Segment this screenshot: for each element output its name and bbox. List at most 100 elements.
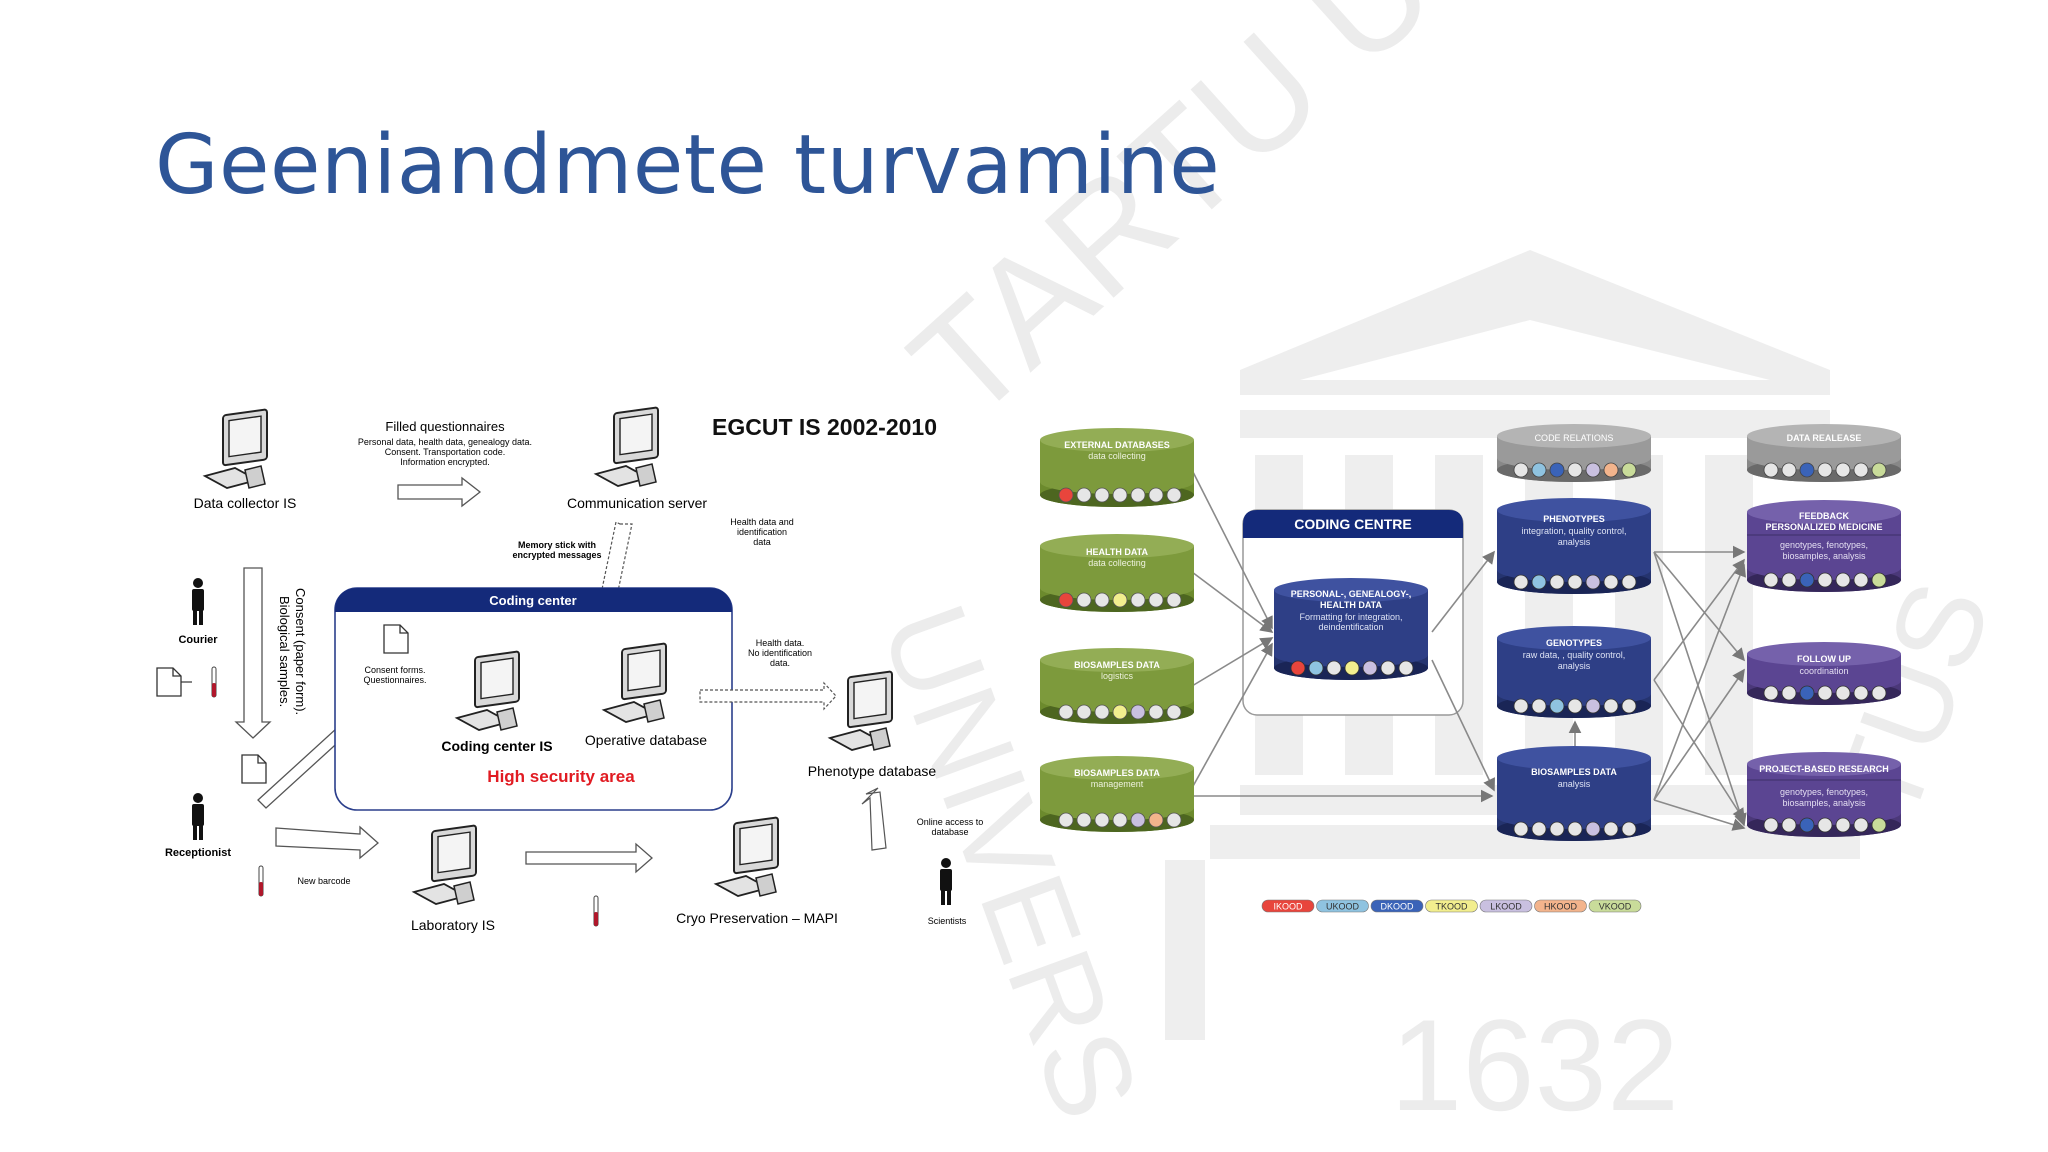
project-research-cylinder: PROJECT-BASED RESEARCH genotypes, fenoty… [1747,752,1901,837]
legend-pill [1316,899,1369,913]
coding-center-header-label: Coding center [489,593,576,608]
external-databases-cylinder: EXTERNAL DATABASES data collecting [1040,428,1194,507]
bio-log-sub: logistics [1101,671,1134,681]
legend-label: HKOOD [1544,902,1578,912]
watermark-year: 1632 [1390,992,1679,1138]
genotypes-cylinder: GENOTYPES raw data, , quality control, a… [1497,626,1651,718]
bio-mgmt-title: BIOSAMPLES DATA [1074,768,1160,778]
legend-pill [1588,899,1642,913]
health-ident-1: Health data and [730,517,794,527]
bio-mgmt-sub: management [1091,779,1144,789]
project-sub-2: biosamples, analysis [1782,798,1866,808]
consent-vertical-2: Biological samples. [277,596,292,707]
phenotypes-title: PHENOTYPES [1543,514,1605,524]
personal-title-2: HEALTH DATA [1320,600,1382,610]
bio-analysis-sub: analysis [1558,779,1591,789]
health-no-id-2: No identification [748,648,812,658]
page-title: Geeniandmete turvamine [155,118,1221,213]
coding-centre-label: CODING CENTRE [1294,516,1411,532]
legend-pill [1370,899,1424,913]
egcut-title: EGCUT IS 2002-2010 [712,414,937,440]
fq-detail-3: Information encrypted. [400,457,490,467]
legend-item-dkood: DKOOD [1370,899,1424,913]
coding-centre-header [1243,510,1463,538]
health-no-id-1: Health data. [756,638,805,648]
filled-questionnaires-label: Filled questionnaires [385,419,505,434]
legend-item-vkood: VKOOD [1588,899,1642,913]
ext-db-title: EXTERNAL DATABASES [1064,440,1170,450]
operative-database-label: Operative database [585,732,707,748]
arrow-up-icon [861,787,887,851]
memory-stick-label-1: Memory stick with [518,540,596,550]
feedback-sub-2: biosamples, analysis [1782,551,1866,561]
code-relations-title: CODE RELATIONS [1535,433,1614,443]
laboratory-is-label: Laboratory IS [411,917,495,933]
project-title: PROJECT-BASED RESEARCH [1759,764,1889,774]
follow-up-cylinder: FOLLOW UP coordination [1747,642,1901,705]
feedback-title-1: FEEDBACK [1799,511,1850,521]
personal-title-1: PERSONAL-, GENEALOGY-, [1291,589,1412,599]
health-sub: data collecting [1088,558,1146,568]
receptionist-label: Receptionist [165,847,231,859]
legend-item-tkood: TKOOD [1425,899,1478,913]
seal-column [1705,455,1753,775]
data-release-cylinder: DATA REALEASE [1747,424,1901,482]
biosamples-analysis-cylinder: BIOSAMPLES DATA analysis [1497,746,1651,841]
arrow-right-icon [275,825,379,860]
health-ident-2: identification [737,527,787,537]
legend-item-ukood: UKOOD [1316,899,1369,913]
data-release-title: DATA REALEASE [1787,433,1862,443]
new-barcode-label: New barcode [297,876,350,886]
project-sub-1: genotypes, fenotypes, [1780,787,1868,797]
phenotypes-cylinder: PHENOTYPES integration, quality control,… [1497,498,1651,594]
biosamples-logistics-cylinder: BIOSAMPLES DATA logistics [1040,648,1194,724]
arrow-right-icon [397,476,482,508]
memory-stick-label-2: encrypted messages [512,550,601,560]
phenotypes-sub-1: integration, quality control, [1521,526,1626,536]
genotypes-title: GENOTYPES [1546,638,1602,648]
personal-data-cylinder: PERSONAL-, GENEALOGY-, HEALTH DATA Forma… [1274,578,1428,680]
health-data-cylinder: HEALTH DATA data collecting [1040,534,1194,612]
legend-label: UKOOD [1326,902,1360,912]
arrow-right-icon [525,842,653,874]
cryo-label: Cryo Preservation – MAPI [676,910,838,926]
bio-analysis-title: BIOSAMPLES DATA [1531,767,1617,777]
consent-vertical-1: Consent (paper form). [293,588,308,715]
followup-sub: coordination [1799,666,1848,676]
coding-center-header [335,588,732,612]
consent-forms-2: Questionnaires. [363,675,426,685]
dashed-arrow-icon [699,681,837,711]
legend-label: TKOOD [1435,902,1468,912]
personal-sub-1: Formatting for integration, [1299,612,1402,622]
courier-label: Courier [178,634,218,646]
legend-label: IKOOD [1273,902,1303,912]
feedback-cylinder: FEEDBACK PERSONALIZED MEDICINE genotypes… [1747,500,1901,592]
arrow-down-icon [234,567,272,739]
online-access-2: database [931,827,968,837]
data-collector-label: Data collector IS [194,495,297,511]
high-security-label: High security area [487,767,635,786]
legend-pill [1479,899,1533,913]
communication-server-label: Communication server [567,495,707,511]
phenotypes-sub-2: analysis [1558,537,1591,547]
scientists-label: Scientists [928,916,967,926]
health-no-id-3: data. [770,658,790,668]
online-access-1: Online access to [917,817,984,827]
followup-title: FOLLOW UP [1797,654,1851,664]
ext-db-sub: data collecting [1088,451,1146,461]
legend-item-ikood: IKOOD [1261,899,1315,913]
bio-log-title: BIOSAMPLES DATA [1074,660,1160,670]
legend-pill [1425,899,1478,913]
code-relations-cylinder: CODE RELATIONS [1497,424,1651,482]
legend-pill [1261,899,1315,913]
feedback-title-2: PERSONALIZED MEDICINE [1765,522,1882,532]
feedback-sub-1: genotypes, fenotypes, [1780,540,1868,550]
phenotype-database-label: Phenotype database [808,763,937,779]
health-title: HEALTH DATA [1086,547,1148,557]
consent-forms-1: Consent forms. [364,665,425,675]
biosamples-management-cylinder: BIOSAMPLES DATA management [1040,756,1194,832]
coding-center-is-label: Coding center IS [441,738,552,754]
